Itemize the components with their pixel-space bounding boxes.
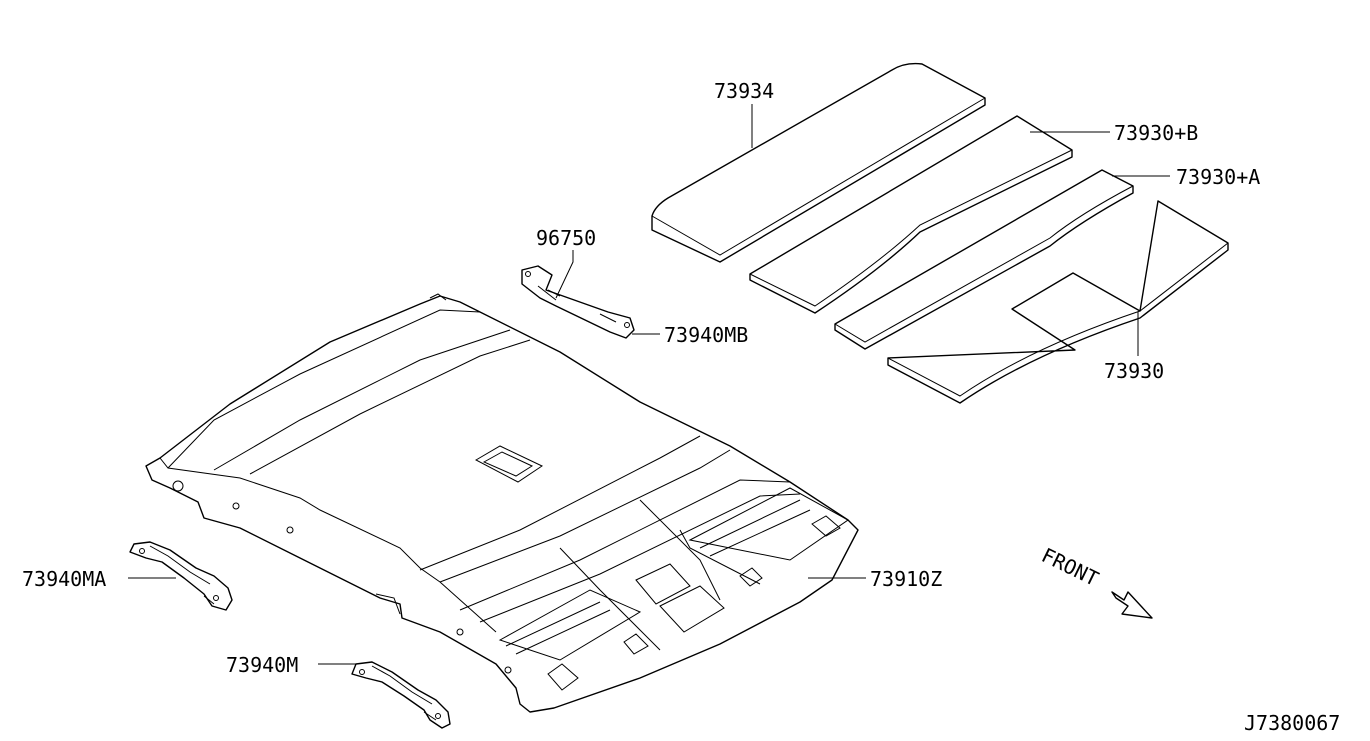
label-front: FRONT — [1038, 543, 1103, 591]
grip-73940mb — [521, 265, 635, 339]
label-73930-a: 73930+A — [1176, 165, 1260, 189]
label-73930: 73930 — [1104, 359, 1164, 383]
label-73940mb: 73940MB — [664, 323, 748, 347]
label-73910z: 73910Z — [870, 567, 942, 591]
label-73940ma: 73940MA — [22, 567, 106, 591]
drawing-id: J7380067 — [1244, 711, 1340, 735]
pad-73934 — [651, 62, 986, 263]
label-73930-b: 73930+B — [1114, 121, 1198, 145]
label-73940m: 73940M — [226, 653, 298, 677]
front-arrow-icon — [1111, 591, 1153, 619]
pad-73930-b — [749, 115, 1073, 314]
pad-73930 — [887, 200, 1229, 404]
leader-lines — [128, 104, 1170, 665]
pad-73930-a — [834, 169, 1134, 350]
grip-73940ma — [129, 541, 233, 611]
headlining-73910z — [145, 293, 859, 713]
grip-73940m — [351, 661, 451, 729]
label-96750: 96750 — [536, 226, 596, 250]
label-73934: 73934 — [714, 79, 774, 103]
